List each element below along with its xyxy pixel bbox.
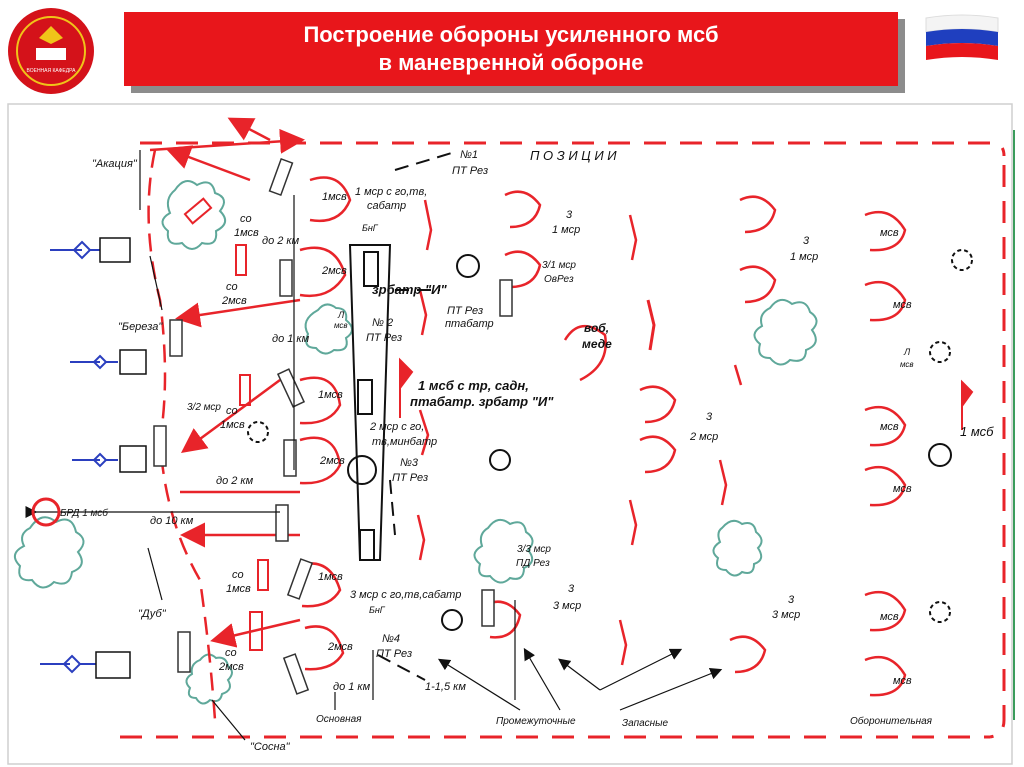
unit-msr3: 3 мср с го,тв,сабатр bbox=[350, 589, 461, 601]
dist-2km-low: до 2 км bbox=[216, 475, 254, 487]
right-31: 3 bbox=[803, 235, 810, 247]
platoon-co1b: 1мсв bbox=[234, 227, 259, 239]
position-defensive: Оборонительная bbox=[850, 715, 933, 727]
company-32: 3 bbox=[706, 411, 713, 423]
dist-2km-top: до 2 км bbox=[262, 235, 300, 247]
company-31b: 1 мср bbox=[552, 224, 580, 236]
unit-msr2: 2 мср с го, bbox=[369, 421, 424, 433]
company-33: 3 bbox=[568, 583, 575, 595]
platoon-co3b: 1мсв bbox=[220, 419, 245, 431]
right-33: 3 bbox=[788, 594, 795, 606]
platoon-co3: со bbox=[226, 405, 238, 417]
map-labels: П О З И Ц И И "Акация" "Береза" "Дуб" "С… bbox=[60, 148, 994, 753]
unit-bng1: БнГ bbox=[362, 223, 379, 233]
dist-10km: до 10 км bbox=[150, 515, 194, 527]
unit-msr1: 1 мср с го,тв, bbox=[355, 186, 427, 198]
dist-1km-bot: до 1 км bbox=[333, 681, 371, 693]
reserve-n3: №3 bbox=[400, 457, 419, 469]
platoon-l-msv-r2: мсв bbox=[900, 360, 914, 369]
landmark-dub: "Дуб" bbox=[138, 608, 167, 620]
unit-brd: БРД 1 мсб bbox=[60, 507, 108, 519]
unit-msb1b: птабатр. зрбатр "И" bbox=[410, 394, 554, 409]
company-31-ove: 3/1 мср bbox=[542, 260, 576, 271]
unit-zrbatr: зрбатр "И" bbox=[372, 282, 447, 297]
platoon-msv5: 1мсв bbox=[318, 571, 343, 583]
platoon-r-msv5: мсв bbox=[880, 611, 899, 623]
title-line-1: Построение обороны усиленного мсб bbox=[124, 21, 898, 49]
reserve-n2: № 2 bbox=[372, 317, 393, 329]
platoon-r-msv1: мсв bbox=[880, 227, 899, 239]
platoon-msv2: 2мсв bbox=[321, 265, 347, 277]
unit-ptrez: ПТ Рез bbox=[447, 305, 483, 317]
emblem-text: ВОЕННАЯ КАФЕДРА bbox=[27, 68, 77, 74]
reserve-n3b: ПТ Рез bbox=[392, 472, 428, 484]
platoon-msv6: 2мсв bbox=[327, 641, 353, 653]
title-banner: Построение обороны усиленного мсб в мане… bbox=[124, 12, 898, 86]
company-33pdb: ПД Рез bbox=[516, 558, 550, 569]
platoon-co5: со bbox=[225, 647, 237, 659]
enemy-units bbox=[40, 242, 118, 672]
unit-msb-right: 1 мсб bbox=[960, 424, 994, 439]
platoon-l-msv2: мсв bbox=[334, 321, 348, 330]
reserve-n1b: ПТ Рез bbox=[452, 165, 488, 177]
positions-header: П О З И Ц И И bbox=[530, 148, 617, 163]
company-31-oveb: ОвРез bbox=[544, 274, 574, 285]
platoon-32: 3/2 мср bbox=[187, 402, 221, 413]
reserve-n2b: ПТ Рез bbox=[366, 332, 402, 344]
platoon-l-msv: Л bbox=[337, 310, 345, 320]
reserve-n4b: ПТ Рез bbox=[376, 648, 412, 660]
title-line-2: в маневренной обороне bbox=[124, 49, 898, 77]
platoon-co4b: 1мсв bbox=[226, 583, 251, 595]
right-31b: 1 мср bbox=[790, 251, 818, 263]
position-reserve: Запасные bbox=[622, 718, 669, 729]
platoon-co2: со bbox=[226, 281, 238, 293]
platoon-l-msv-r: Л bbox=[903, 347, 911, 357]
black-vehicle-rects bbox=[154, 159, 512, 694]
company-33b: 3 мср bbox=[553, 600, 581, 612]
platoon-msv3: 1мсв bbox=[318, 389, 343, 401]
landmark-bereza: "Береза" bbox=[118, 321, 163, 333]
unit-msr2b: тв,минбатр bbox=[372, 436, 437, 448]
unit-msr1b: сабатр bbox=[367, 200, 406, 212]
unit-msb1: 1 мсб с тр, садн, bbox=[418, 378, 529, 393]
company-31: 3 bbox=[566, 209, 573, 221]
military-emblem-icon: ВОЕННАЯ КАФЕДРА bbox=[6, 6, 96, 96]
platoon-r-msv6: мсв bbox=[893, 675, 912, 687]
right-33b: 3 мср bbox=[772, 609, 800, 621]
platoon-co1: со bbox=[240, 213, 252, 225]
platoon-co4: со bbox=[232, 569, 244, 581]
russia-flag-icon bbox=[922, 12, 1002, 64]
company-33pd: 3/3 мср bbox=[517, 544, 551, 555]
company-32b: 2 мср bbox=[689, 431, 718, 443]
position-intermediate: Промежуточные bbox=[496, 716, 576, 727]
landmark-akacia: "Акация" bbox=[92, 158, 138, 170]
platoon-co5b: 2мсв bbox=[218, 661, 244, 673]
unit-ptabatr: птабатр bbox=[445, 318, 494, 330]
platoon-msv4: 2мсв bbox=[319, 455, 345, 467]
unit-vob: воб, bbox=[584, 321, 609, 335]
platoon-msv1: 1мсв bbox=[322, 191, 347, 203]
platoon-co2b: 2мсв bbox=[221, 295, 247, 307]
unit-bng2: БнГ bbox=[369, 605, 386, 615]
unit-mede: меде bbox=[582, 337, 612, 351]
reserve-n4: №4 bbox=[382, 633, 400, 645]
platoon-r-msv4: мсв bbox=[893, 483, 912, 495]
position-main: Основная bbox=[316, 714, 362, 725]
landmark-sosna: "Сосна" bbox=[250, 741, 291, 753]
platoon-r-msv3: мсв bbox=[880, 421, 899, 433]
platoon-r-msv2: мсв bbox=[893, 299, 912, 311]
dist-1km-mid: до 1 км bbox=[272, 333, 310, 345]
reserve-n1: №1 bbox=[460, 149, 478, 161]
dist-115: 1-1,5 км bbox=[425, 681, 466, 693]
